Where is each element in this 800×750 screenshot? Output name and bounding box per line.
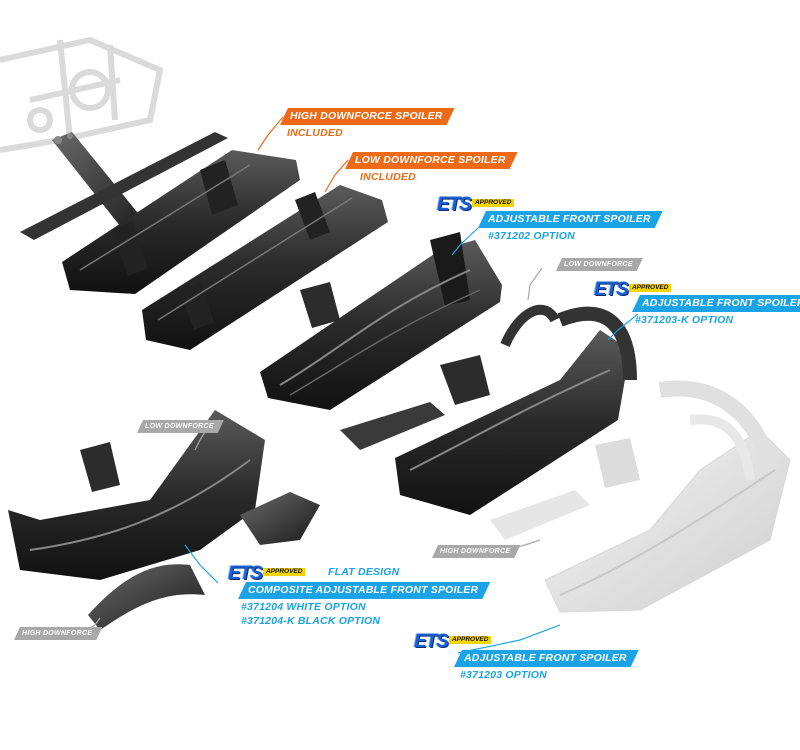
spoiler-371203-banner: ADJUSTABLE FRONT SPOILER: [454, 650, 639, 667]
chassis-ghost: [0, 36, 164, 153]
high-downforce-spoiler-sub: INCLUDED: [287, 127, 343, 139]
spoiler-371204k-black-option: #371204-K BLACK OPTION: [241, 615, 381, 627]
spoiler-371203-part: [490, 380, 791, 613]
ets-approved-logo-371203: ETS APPROVED: [414, 631, 492, 652]
spoiler-371202-part: [260, 232, 502, 410]
high-downforce-tag-371203: HIGH DOWNFORCE: [432, 545, 520, 558]
ets-logo: ETS: [414, 631, 449, 652]
spoiler-371202-banner: ADJUSTABLE FRONT SPOILER: [478, 211, 663, 228]
spoiler-371204-white-option: #371204 WHITE OPTION: [241, 601, 366, 613]
approved-badge: APPROVED: [262, 568, 306, 576]
spoiler-371204-banner: COMPOSITE ADJUSTABLE FRONT SPOILER: [238, 582, 490, 599]
spoiler-371202-sub: #371202 OPTION: [488, 230, 575, 242]
spoiler-371203k-part: [340, 304, 637, 515]
low-downforce-spoiler-sub: INCLUDED: [360, 171, 416, 183]
ets-approved-logo-371203k: ETS APPROVED: [594, 279, 672, 300]
flat-design-label: FLAT DESIGN: [328, 566, 400, 578]
mount-bracket: [52, 132, 150, 236]
ets-approved-logo-371204: ETS APPROVED: [228, 563, 306, 584]
ets-logo: ETS: [437, 194, 472, 215]
ets-approved-logo-371202: ETS APPROVED: [437, 194, 515, 215]
low-downforce-tag-371203k: LOW DOWNFORCE: [556, 258, 643, 271]
low-downforce-spoiler-banner: LOW DOWNFORCE SPOILER: [345, 152, 518, 169]
spoiler-371203-sub: #371203 OPTION: [460, 669, 547, 681]
approved-badge: APPROVED: [448, 636, 492, 644]
approved-badge: APPROVED: [471, 199, 515, 207]
high-downforce-spoiler-part: [62, 150, 300, 294]
high-downforce-plate: [20, 132, 228, 240]
spoiler-371203k-sub: #371203-K OPTION: [635, 314, 734, 326]
high-downforce-spoiler-banner: HIGH DOWNFORCE SPOILER: [280, 108, 455, 125]
ets-logo: ETS: [228, 563, 263, 584]
approved-badge: APPROVED: [628, 284, 672, 292]
low-downforce-tag-371204: LOW DOWNFORCE: [137, 420, 224, 433]
spoiler-371203k-banner: ADJUSTABLE FRONT SPOILER: [632, 295, 800, 312]
low-downforce-spoiler-part: [142, 185, 388, 350]
spoiler-371204-part: [8, 410, 320, 630]
ets-logo: ETS: [594, 279, 629, 300]
high-downforce-tag-371204: HIGH DOWNFORCE: [14, 627, 102, 640]
